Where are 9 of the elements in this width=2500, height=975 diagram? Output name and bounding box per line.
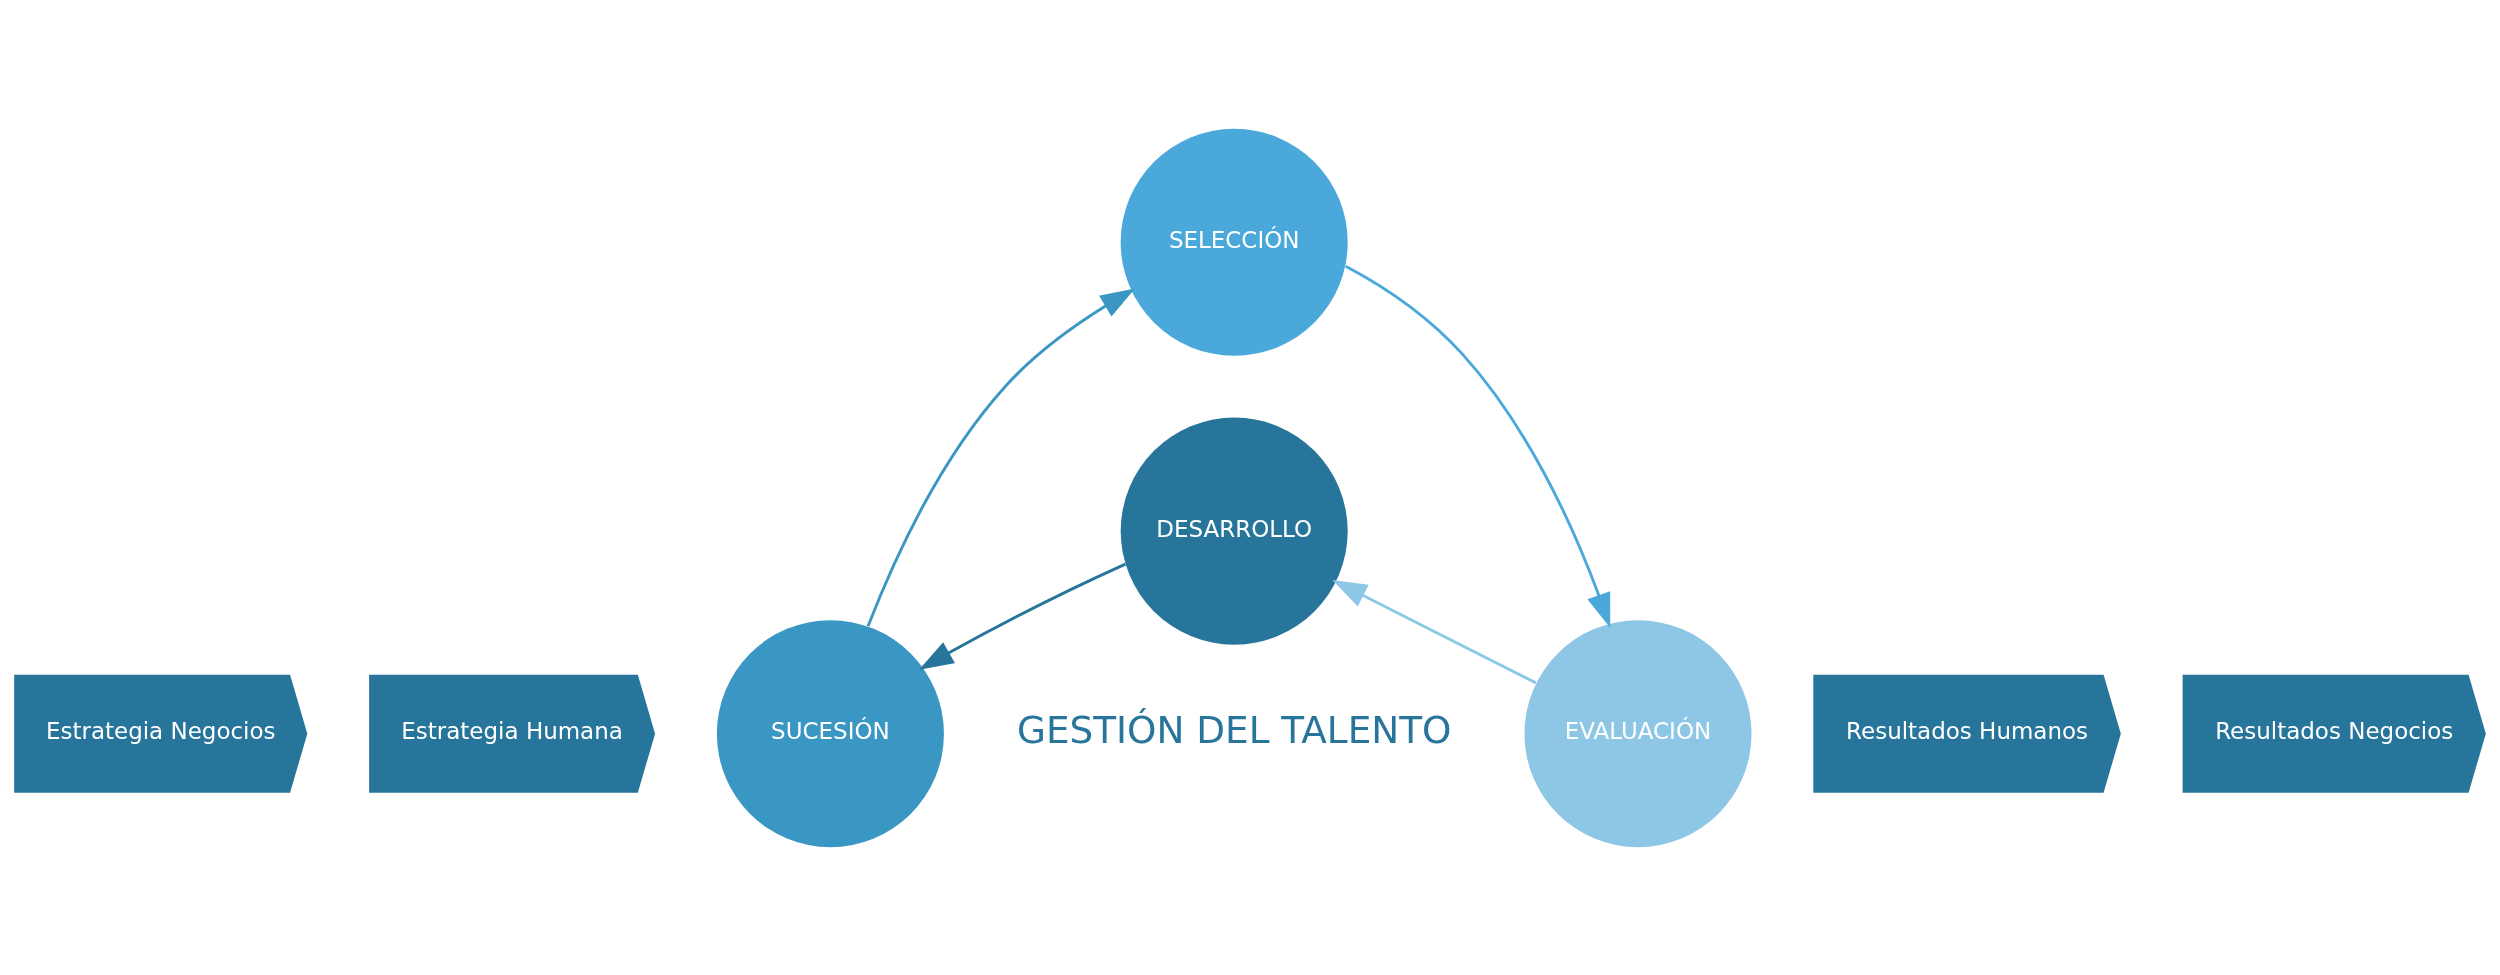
arrow bbox=[919, 562, 1127, 670]
node-circle: SUCESIÓN bbox=[716, 619, 944, 847]
node-circle: DESARROLLO bbox=[1120, 417, 1348, 645]
arrow bbox=[1345, 264, 1611, 628]
arrow bbox=[1332, 579, 1537, 684]
arrow bbox=[866, 288, 1136, 627]
node-circle: SELECCIÓN bbox=[1120, 128, 1348, 356]
node-circle: EVALUACIÓN bbox=[1524, 619, 1752, 847]
label: GESTIÓN DEL TALENTO bbox=[1016, 707, 1452, 752]
